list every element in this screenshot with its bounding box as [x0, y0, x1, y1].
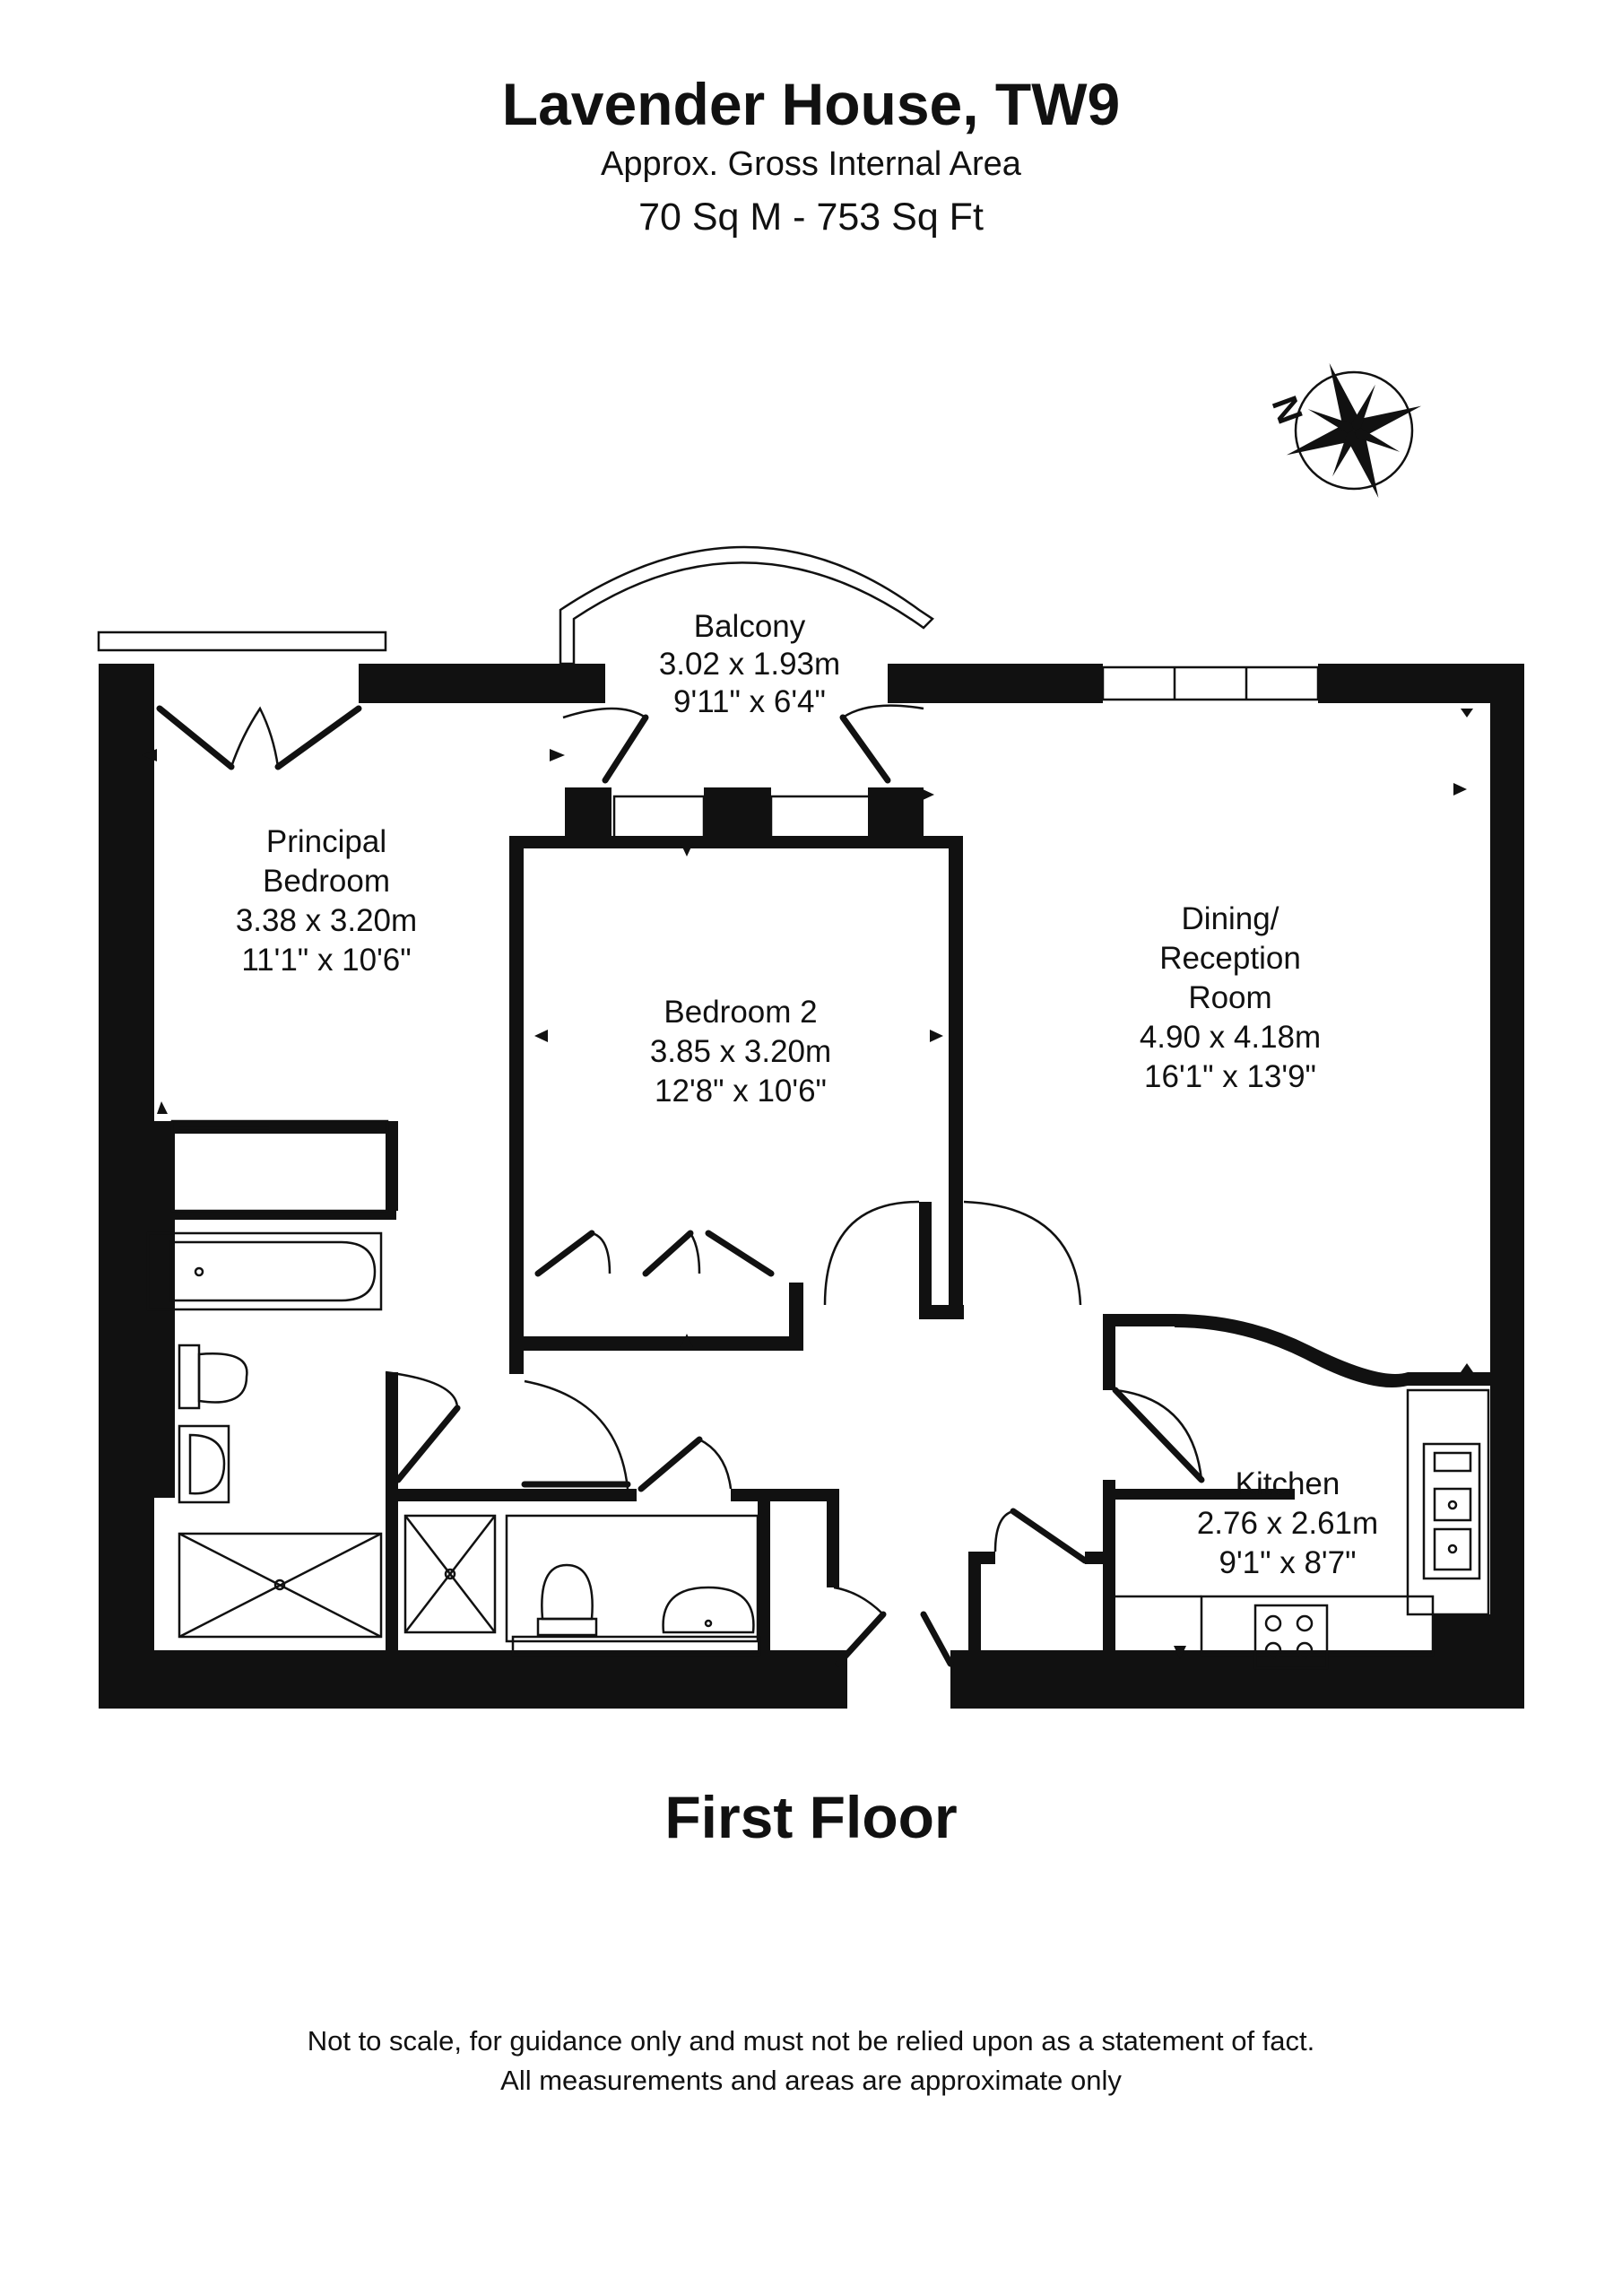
shower-tray-icon — [178, 1532, 383, 1639]
principal-bedroom-metric: 3.38 x 3.20m — [236, 903, 417, 938]
sink-icon — [1422, 1442, 1481, 1580]
fixtures — [146, 1119, 1490, 1670]
bedroom-2-imperial: 12'8" x 10'6" — [655, 1074, 827, 1109]
balcony-imperial: 9'11" x 6'4" — [673, 684, 826, 719]
dining-imperial: 16'1" x 13'9" — [1144, 1059, 1316, 1094]
floor-label: First Floor — [664, 1784, 958, 1850]
hob-icon — [1253, 1604, 1329, 1670]
windows — [612, 665, 1320, 843]
outer-walls — [99, 664, 1524, 1709]
disclaimer-line-2: All measurements and areas are approxima… — [500, 2065, 1122, 2096]
ensuite-toilet-icon — [536, 1563, 598, 1637]
basin-icon — [178, 1424, 230, 1504]
dining-name-3: Room — [1188, 980, 1271, 1015]
room-labels: Balcony 3.02 x 1.93m 9'11" x 6'4" Princi… — [236, 609, 1378, 1580]
ensuite-basin-icon — [662, 1586, 755, 1634]
area-label: Approx. Gross Internal Area — [601, 145, 1021, 183]
bedroom-2-metric: 3.85 x 3.20m — [650, 1034, 831, 1069]
principal-bedroom-imperial: 11'1" x 10'6" — [241, 943, 411, 978]
plan-title: Lavender House, TW9 — [501, 71, 1121, 137]
toilet-icon — [178, 1344, 248, 1410]
dining-name-1: Dining/ — [1182, 901, 1279, 936]
compass-star-icon — [1286, 362, 1422, 499]
ensuite-shower-icon — [403, 1514, 497, 1634]
bath-icon — [146, 1231, 383, 1311]
dining-name-2: Reception — [1159, 941, 1301, 976]
kitchen-name: Kitchen — [1236, 1466, 1340, 1501]
compass-circle — [1294, 370, 1414, 491]
dining-metric: 4.90 x 4.18m — [1140, 1020, 1321, 1055]
compass-north-label: N — [1264, 391, 1310, 429]
balcony-metric: 3.02 x 1.93m — [659, 647, 840, 682]
doors — [156, 704, 1205, 1667]
disclaimer-line-1: Not to scale, for guidance only and must… — [307, 2025, 1315, 2057]
interior-walls — [154, 836, 1490, 1668]
balcony-name: Balcony — [694, 609, 806, 644]
dimension-arrows — [142, 709, 1473, 1659]
compass: N — [1264, 362, 1422, 499]
area-value: 70 Sq M - 753 Sq Ft — [638, 196, 984, 239]
kitchen-imperial: 9'1" x 8'7" — [1219, 1545, 1356, 1580]
wardrobe — [170, 1119, 389, 1213]
bedroom-2-name: Bedroom 2 — [664, 995, 817, 1030]
principal-bedroom-name-2: Bedroom — [263, 864, 390, 899]
principal-bedroom-name-1: Principal — [266, 824, 386, 859]
kitchen-metric: 2.76 x 2.61m — [1197, 1506, 1378, 1541]
